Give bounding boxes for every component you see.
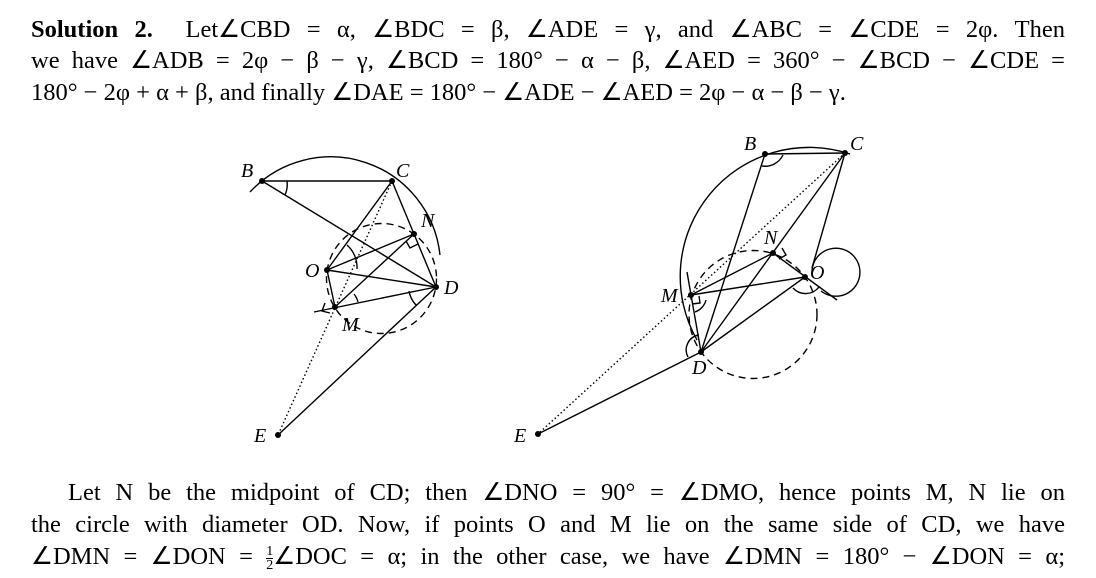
text: Let∠CBD = α, ∠BDC = β, ∠ADE = γ, and ∠AB…	[185, 16, 1065, 43]
label-o: O	[810, 262, 824, 284]
text: ∠DOC = α; in the other case, we have ∠DM…	[273, 543, 1066, 570]
figure-left: B C N O D M E	[241, 156, 459, 447]
label-d: D	[691, 357, 707, 379]
solution-line-3: 180° − 2φ + α + β, and finally ∠DAE = 18…	[31, 79, 846, 106]
label-m: M	[660, 285, 679, 307]
label-d: D	[443, 277, 459, 299]
label-e: E	[253, 425, 266, 447]
text: ∠DMN = ∠DON =	[31, 543, 267, 570]
circumcircle-arc	[679, 146, 851, 341]
paragraph2-line-2: the circle with diameter OD. Now, if poi…	[31, 511, 1065, 538]
label-o: O	[305, 260, 319, 282]
label-n: N	[420, 210, 436, 232]
label-e: E	[513, 425, 526, 447]
dashed-circle-od	[688, 249, 818, 380]
fraction-numerator: 1	[266, 543, 274, 559]
label-b: B	[744, 133, 756, 155]
paragraph2-line-1: Let N be the midpoint of CD; then ∠DNO =…	[68, 479, 1065, 506]
dashed-circle-od	[325, 222, 438, 335]
label-c: C	[396, 160, 410, 182]
label-b: B	[241, 160, 253, 182]
fraction-denominator: 2	[266, 557, 274, 573]
circumcircle-arc	[249, 156, 441, 256]
label-c: C	[850, 133, 864, 155]
solution-heading: Solution 2.	[31, 16, 153, 43]
solution-line-2: we have ∠ADB = 2φ − β − γ, ∠BCD = 180° −…	[31, 47, 1065, 74]
figure-right: B C N O M D E	[513, 133, 864, 447]
label-m: M	[341, 314, 360, 336]
label-n: N	[763, 227, 779, 249]
solution-line-1: Solution 2. Let∠CBD = α, ∠BDC = β, ∠ADE …	[31, 15, 1065, 45]
